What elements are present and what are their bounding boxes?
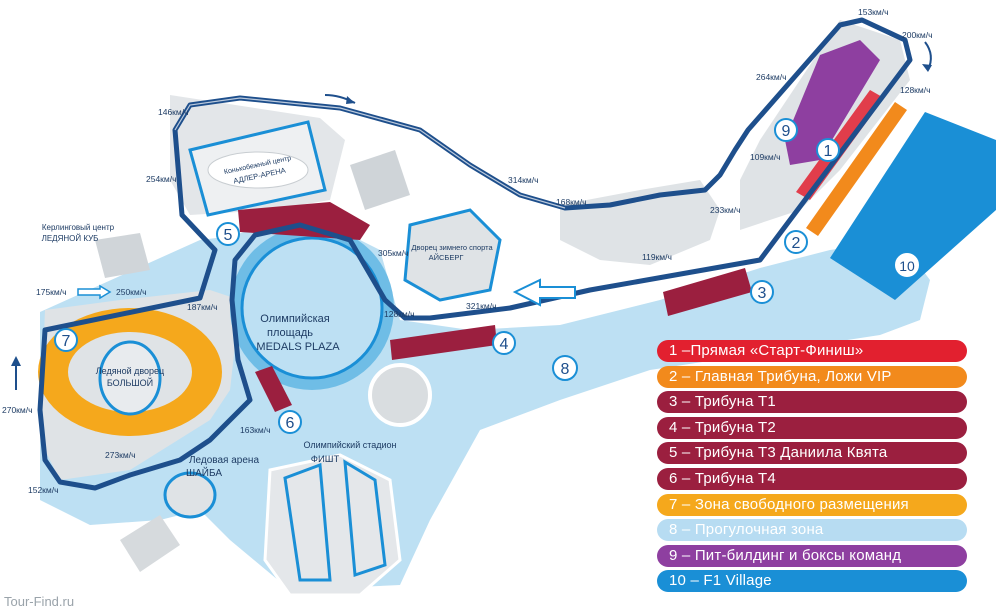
walking-arrow-middle [512,278,576,307]
speed-label: 128км/ч [384,309,415,319]
speed-label: 152км/ч [28,485,59,495]
round-building [368,363,432,427]
legend: 1 –Прямая «Старт-Финиш» 2 – Главная Трибу… [657,340,967,596]
speed-label: 233км/ч [710,205,741,215]
direction-arrow-right-head [922,64,932,72]
marker-8-label: 8 [561,361,570,378]
main-stand-area [806,102,907,236]
speed-label: 270км/ч [2,405,33,415]
race-track-inner-line [174,97,566,209]
marker-6: 6 [278,410,302,434]
speed-label: 314км/ч [508,175,539,185]
speed-label: 254км/ч [146,174,177,184]
legend-item-5: 5 – Трибуна Т3 Даниила Квята [657,442,967,465]
marker-3-label: 3 [758,285,767,302]
venue-label-shayba-line2: ШАЙБА [186,466,222,479]
legend-item-6: 6 – Трибуна Т4 [657,467,967,490]
speed-label: 146км/ч [158,107,189,117]
venue-label-shayba-line1: Ледовая арена [189,455,259,466]
grey-area-paddock [560,180,720,265]
venue-label-iceberg-line1: Дворец зимнего спорта [411,243,493,252]
speed-label: 200км/ч [902,30,933,40]
legend-item-4: 4 – Трибуна Т2 [657,416,967,439]
stand-t4-area [255,366,292,412]
iceberg-building [403,208,502,302]
marker-1: 1 [816,138,840,162]
medals-plaza-inner [240,236,384,380]
speed-label: 305км/ч [378,248,409,258]
legend-item-3: 3 – Трибуна Т1 [657,391,967,414]
legend-item-10: 10 – F1 Village [657,570,967,593]
speed-label: 264км/ч [756,72,787,82]
marker-6-label: 6 [286,415,295,432]
marker-10-label: 10 [899,258,915,274]
watermark: Tour-Find.ru [4,594,75,609]
marker-2-label: 2 [792,235,801,252]
venue-label-curling-line1: Керлинговый центр [42,223,115,232]
bolshoy-dome [98,340,162,416]
venue-label-plaza-line2: площадь [267,327,313,339]
speed-label: 250км/ч [116,287,147,297]
legend-item-2: 2 – Главная Трибуна, Ложи VIP [657,365,967,388]
tower-building [350,150,410,210]
marker-5: 5 [216,222,240,246]
legend-item-1: 1 –Прямая «Старт-Финиш» [657,340,967,362]
curling-building [95,233,150,278]
marker-7-label: 7 [62,333,71,350]
legend-item-8: 8 – Прогулочная зона [657,519,967,542]
marker-9: 9 [774,118,798,142]
venue-label-plaza-line1: Олимпийская [260,313,329,325]
legend-item-7: 7 – Зона свободного размещения [657,493,967,516]
marker-2: 2 [784,230,808,254]
stand-t2-area [390,325,497,360]
venue-label-plaza-line3: MEDALS PLAZA [256,341,340,353]
marker-10: 10 [893,251,921,279]
small-building [120,515,180,572]
speed-label: 163км/ч [240,425,271,435]
marker-3: 3 [750,280,774,304]
marker-5-label: 5 [224,227,233,244]
walking-arrow-left [77,284,112,300]
shayba-building [163,471,217,519]
venue-label-curling-line2: ЛЕДЯНОЙ КУБ [42,234,99,243]
speed-label: 321км/ч [466,301,497,311]
marker-1-label: 1 [824,143,833,160]
adler-arena-roof [207,151,309,189]
marker-4: 4 [492,331,516,355]
speed-label: 153км/ч [858,7,889,17]
venue-label-fisht-line2: ФИШТ [311,454,340,465]
speed-label: 273км/ч [105,450,136,460]
fisht-stand-right [343,459,387,578]
speed-label: 187км/ч [187,302,218,312]
venue-label-bolshoy-line2: БОЛЬШОЙ [107,377,153,388]
venue-label-iceberg-line2: АЙСБЕРГ [429,253,464,262]
legend-item-9: 9 – Пит-билдинг и боксы команд [657,544,967,567]
pit-building-area [785,40,880,165]
speed-label: 128км/ч [900,85,931,95]
speed-label: 175км/ч [36,287,67,297]
venue-label-fisht-line1: Олимпийский стадион [303,440,396,450]
marker-8: 8 [552,355,578,381]
direction-arrow-top-head [346,96,355,104]
fisht-stand-left [283,462,332,582]
start-finish-area [796,90,884,200]
speed-label: 109км/ч [750,152,781,162]
marker-7: 7 [54,328,78,352]
direction-arrow-left-head [11,356,21,366]
marker-4-label: 4 [500,336,509,353]
stand-t1-area [663,268,752,316]
f1-village-area [830,112,996,300]
venue-label-bolshoy-line1: Ледяной дворец [96,366,164,376]
fisht-stadium [263,453,402,597]
speed-label: 119км/ч [642,252,672,262]
marker-9-label: 9 [782,123,791,140]
speed-label: 168км/ч [556,197,587,207]
